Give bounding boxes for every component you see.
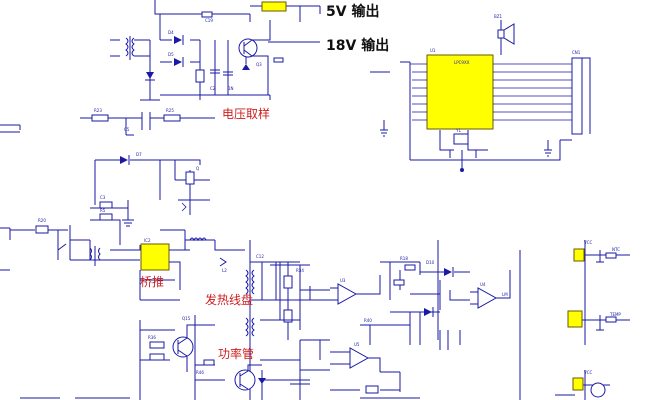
svg-text:D10: D10: [426, 260, 435, 265]
svg-text:Y1: Y1: [455, 128, 461, 133]
svg-text:LM: LM: [502, 292, 508, 297]
svg-text:U4: U4: [480, 282, 486, 287]
svg-text:C12: C12: [256, 254, 264, 259]
svg-text:R46: R46: [196, 370, 204, 375]
svg-text:D5: D5: [168, 52, 174, 57]
transformer: [110, 36, 150, 60]
svg-text:R5: R5: [100, 208, 106, 213]
svg-text:C19: C19: [205, 18, 213, 23]
svg-text:TEMP: TEMP: [609, 312, 621, 317]
heating-coil-label: 发热线盘: [205, 292, 253, 307]
svg-text:CN1: CN1: [572, 50, 581, 55]
bridge-driver-chip: [140, 243, 170, 271]
crystal: [453, 133, 469, 145]
op-amp: [337, 283, 358, 305]
mcu-chip: [426, 54, 494, 130]
svg-text:C2: C2: [210, 86, 216, 91]
svg-text:IC2: IC2: [144, 238, 151, 243]
svg-text:R23: R23: [94, 108, 102, 113]
svg-text:Q3: Q3: [256, 62, 262, 67]
power-supply-section: D4 D5 C19 Q3 C2 1N: [110, 0, 321, 101]
mcu-right-pins: [493, 63, 572, 121]
svg-text:L2: L2: [222, 268, 227, 273]
diode: [174, 58, 182, 66]
output-18v-label: 18V 输出: [326, 37, 389, 54]
diode-chain: D7 Q: [94, 152, 210, 215]
connector-header: [571, 57, 583, 135]
voltage-sampling-label: 电压取样: [222, 106, 270, 121]
voltage-regulator: [261, 1, 287, 12]
diode: [174, 36, 182, 44]
svg-text:Q15: Q15: [182, 316, 191, 321]
buzzer: [497, 20, 515, 55]
mcu-section: U1 LPC9XX BZ1 CN1 Y1: [370, 14, 591, 172]
bridge-driver-section: R20 C3 R5 IC2 L2: [0, 195, 245, 301]
voltage-sampling-section: R23 R25 C5: [0, 108, 215, 136]
mcu-left-pins: [410, 63, 427, 121]
svg-text:U1: U1: [430, 48, 436, 53]
svg-text:D4: D4: [168, 30, 174, 35]
svg-text:U5: U5: [354, 342, 360, 347]
power-tube-label: 功率管: [218, 346, 254, 361]
svg-text:R20: R20: [38, 218, 46, 223]
op-amp: [349, 347, 370, 369]
svg-text:LPC9XX: LPC9XX: [454, 60, 470, 65]
svg-text:R36: R36: [148, 335, 156, 340]
svg-text:R25: R25: [166, 108, 174, 113]
svg-text:D7: D7: [136, 152, 142, 157]
regulator-transistor: [238, 38, 258, 58]
svg-text:VCC: VCC: [584, 370, 593, 375]
heating-coil-section: C12 R34: [245, 240, 310, 400]
comparator-section: U3 U4 U5 R18 D10 R40 LM: [270, 240, 521, 400]
output-5v-label: 5V 输出: [326, 3, 379, 20]
svg-text:NTC: NTC: [612, 247, 620, 252]
svg-text:C3: C3: [100, 195, 106, 200]
op-amp: [477, 287, 498, 309]
right-side-circuits: VCC NTC TEMP VCC: [567, 240, 630, 400]
svg-text:R40: R40: [364, 318, 372, 323]
svg-text:Q: Q: [196, 166, 199, 171]
svg-text:VCC: VCC: [584, 240, 593, 245]
bridge-driver-label: 桥推: [140, 275, 164, 289]
power-tube-section: Q15 R36 R46: [139, 315, 266, 400]
svg-text:U3: U3: [340, 278, 346, 283]
svg-text:C5: C5: [124, 127, 130, 132]
svg-text:BZ1: BZ1: [494, 14, 502, 19]
svg-text:R18: R18: [400, 256, 408, 261]
svg-text:1N: 1N: [228, 86, 234, 91]
